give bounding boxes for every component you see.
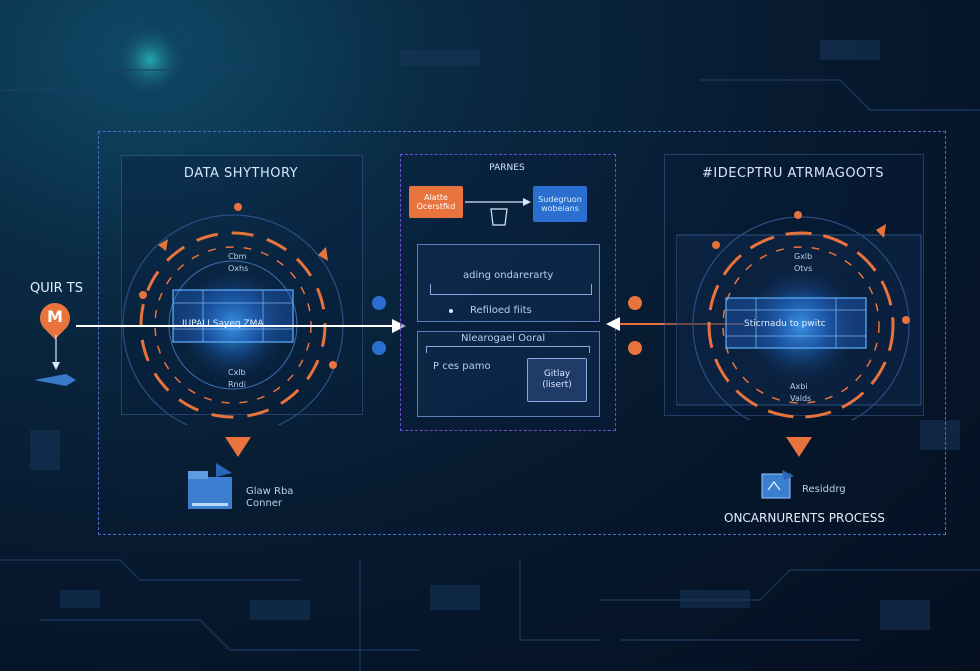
folder-icon: [188, 463, 232, 509]
left-annotation-1: Cbm: [228, 252, 247, 261]
left-core-label: IUPALI Sayeq ZMA: [182, 319, 264, 329]
left-output-arrow-icon: [225, 437, 251, 457]
center-row-4: P ces pamo: [433, 361, 491, 372]
right-annotation-4: Valds: [790, 394, 812, 403]
blue-box: Sudegruon wobeians: [533, 186, 587, 222]
center-dot-1: [449, 309, 453, 313]
center-flow-arrow: [465, 198, 531, 226]
connector-dot-orange-2: [628, 341, 642, 355]
center-row-3: Nlearogael Ooral: [461, 333, 546, 344]
right-output-label: Residdrg: [802, 484, 846, 495]
left-input-label: QUIR TS: [30, 281, 83, 296]
right-output-arrow-icon: [786, 437, 812, 457]
left-annotation-4: Rndi: [228, 380, 246, 389]
center-row-2: Refiloed fiits: [470, 305, 532, 316]
center-panel-title: PARNES: [489, 163, 525, 173]
right-panel-title: #IDECPTRU ATRMAGOOTS: [702, 166, 884, 181]
connector-dot-blue-2: [372, 341, 386, 355]
connector-dot-blue-1: [372, 296, 386, 310]
left-arrow-icon: [606, 317, 744, 331]
center-row-box-1: [417, 244, 600, 322]
right-bottom-title: ONCARNURENTS PROCESS: [724, 511, 885, 525]
left-output-label: Glaw Rba Conner: [246, 486, 294, 509]
right-ring-graphic: [676, 211, 922, 420]
left-panel-title: DATA SHYTHORY: [183, 166, 299, 181]
marker-letter: M: [47, 307, 63, 326]
left-annotation-2: Oxhs: [228, 264, 249, 273]
center-bracket-2: [426, 346, 590, 353]
right-annotation-3: Axbi: [790, 382, 808, 391]
center-card: Gitlay (lisert): [527, 358, 587, 402]
left-annotation-3: Cxlb: [228, 368, 246, 377]
outer-frame: [98, 131, 946, 535]
orange-box: Alatte Ocerstfkd: [409, 186, 463, 218]
center-bracket-1: [430, 284, 592, 295]
center-row-1: ading ondarerarty: [463, 270, 554, 281]
left-input-arrows: [34, 330, 398, 386]
right-core-label: Sticrnadu to pwitc: [744, 319, 826, 329]
right-arrow-icon: [76, 319, 406, 333]
right-annotation-2: Otvs: [794, 264, 813, 273]
connector-dot-orange-1: [628, 296, 642, 310]
right-annotation-1: Gxlb: [794, 252, 813, 261]
report-icon: [761, 470, 794, 499]
